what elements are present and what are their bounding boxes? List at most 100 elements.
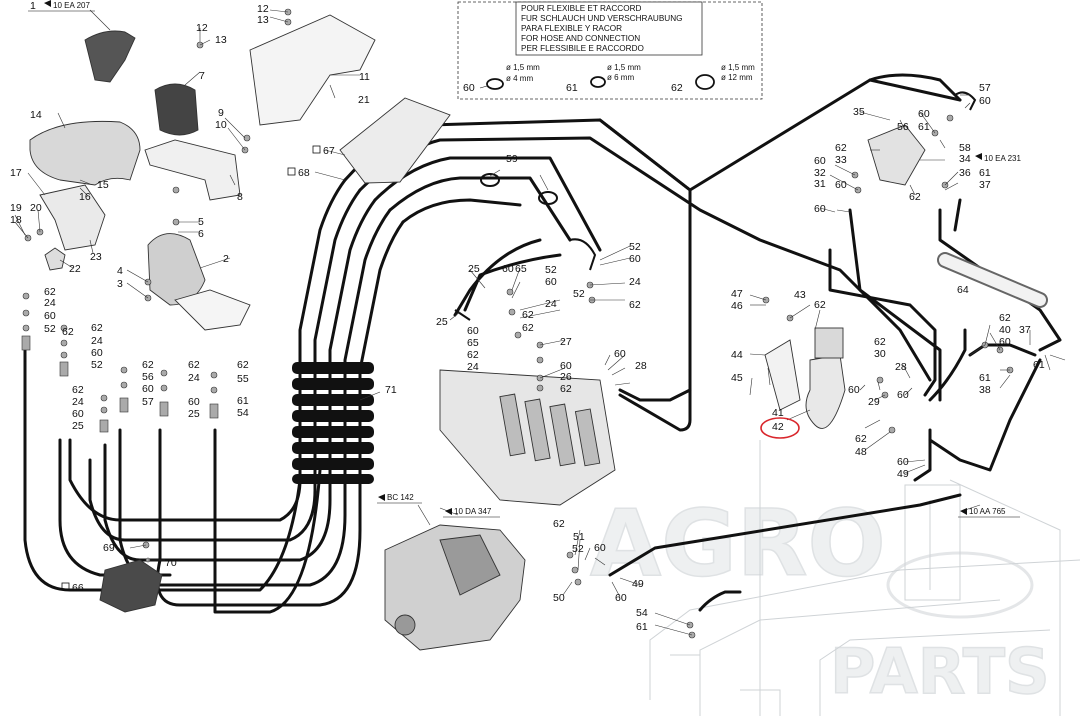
callout-62: 62: [467, 349, 479, 361]
callout-70: 70: [165, 557, 177, 569]
callout-60: 60: [814, 155, 826, 167]
callout-28: 28: [635, 360, 647, 372]
callout-12: 12: [196, 22, 208, 34]
arrow-left-icon: [378, 494, 385, 501]
note-line-en: FOR HOSE AND CONNECTION: [521, 34, 640, 43]
callout-65: 65: [515, 263, 527, 275]
callout-28: 28: [895, 361, 907, 373]
callout-47: 47: [731, 288, 743, 300]
callout-61: 61: [636, 621, 648, 633]
callout-54: 54: [237, 407, 249, 419]
callout-21: 21: [358, 94, 370, 106]
callout-57: 57: [142, 396, 154, 408]
repeated-callouts: 62 60 52 62 24 60 52 62 56 60 62 24 60 2…: [44, 82, 1045, 619]
callout-24: 24: [629, 276, 641, 288]
callout-62: 62: [237, 359, 249, 371]
callout-60: 60: [999, 336, 1011, 348]
boxed-markers: [61, 145, 321, 591]
bellows: [154, 83, 199, 136]
parts: [29, 14, 926, 651]
note-line-it: PER FLESSIBILE E RACCORDO: [521, 44, 644, 53]
o-ring-icon: [590, 76, 606, 88]
note-line-es: PARA FLEXIBLE Y RACOR: [521, 24, 622, 33]
callout-62: 62: [855, 433, 867, 445]
callout-52: 52: [573, 288, 585, 300]
callout-50: 50: [553, 592, 565, 604]
callout-13: 13: [215, 34, 227, 46]
callout-18: 18: [10, 214, 22, 226]
pump-shaft: [394, 614, 416, 636]
watermark-line2: PARTS: [830, 635, 1050, 708]
callout-45: 45: [731, 372, 743, 384]
callout-60: 60: [502, 263, 514, 275]
callout-61: 61: [918, 121, 930, 133]
note-line-fr: POUR FLEXIBLE ET RACCORD: [521, 4, 642, 13]
seal-diameter: ø 4 mm: [506, 74, 533, 83]
console-cover: [29, 120, 141, 186]
callout-60: 60: [615, 592, 627, 604]
callout-61: 61: [979, 372, 991, 384]
callout-60: 60: [91, 347, 103, 359]
callout-24: 24: [545, 298, 557, 310]
callout-62: 62: [522, 322, 534, 334]
callout-68: 68: [298, 167, 310, 179]
callout-60: 60: [188, 396, 200, 408]
fittings: [21, 8, 1014, 639]
callout-24: 24: [467, 361, 479, 373]
callout-62: 62: [62, 326, 74, 338]
callout-25: 25: [436, 316, 448, 328]
callout-52: 52: [91, 359, 103, 371]
callout-25: 25: [188, 408, 200, 420]
callout-62: 62: [560, 383, 572, 395]
callout-13: 13: [257, 14, 269, 26]
callout-15: 15: [97, 179, 109, 191]
arrow-left-icon: [445, 508, 452, 515]
seal-diameter: ø 12 mm: [721, 73, 753, 82]
callout-25: 25: [72, 420, 84, 432]
callout-27: 27: [560, 336, 572, 348]
callout-14: 14: [30, 109, 42, 121]
callout-60: 60: [979, 95, 991, 107]
callout-6: 6: [198, 228, 204, 240]
reference-aa765: 10 AA 765: [958, 507, 1020, 518]
callout-30: 30: [874, 348, 886, 360]
hose-clamps: [454, 91, 977, 321]
callout-56: 56: [897, 121, 909, 133]
callout-62: 62: [44, 286, 56, 298]
control-valve-block: [439, 369, 616, 506]
reference-label: BC 142: [387, 493, 414, 502]
callout-46: 46: [731, 300, 743, 312]
callout-49: 49: [897, 468, 909, 480]
hose-lines: [23, 73, 1062, 614]
callout-62: 62: [835, 142, 847, 154]
callout-54: 54: [636, 607, 648, 619]
callout-31: 31: [814, 178, 826, 190]
seal-label: 60: [463, 82, 475, 94]
flange-plate: [174, 289, 251, 331]
callout-35: 35: [853, 106, 865, 118]
callout-24: 24: [44, 297, 56, 309]
callout-60: 60: [814, 203, 826, 215]
seal-thickness: ø 1,5 mm: [607, 63, 641, 72]
callouts: 2 3 4 5 6 7 8 9 10 11 12 13 14 15 16 17 …: [10, 22, 1011, 633]
callout-62: 62: [814, 299, 826, 311]
callout-60: 60: [594, 542, 606, 554]
callout-10: 10: [215, 119, 227, 131]
callout-71: 71: [385, 384, 397, 396]
callout-11: 11: [359, 71, 370, 83]
reference-ea231: 10 EA 231: [975, 153, 1021, 163]
accumulator: [764, 327, 846, 429]
reference-label: 10 DA 347: [454, 507, 492, 516]
callout-62: 62: [91, 322, 103, 334]
callout-67: 67: [323, 145, 335, 157]
callout-29: 29: [868, 396, 880, 408]
callout-17: 17: [10, 167, 22, 179]
callout-51: 51: [573, 531, 585, 543]
callout-1: 1: [30, 0, 36, 12]
pilot-valve: [147, 233, 206, 306]
watermark: AGRO PARTS: [589, 489, 1050, 709]
pipe-64: [937, 252, 1048, 308]
callout-41: 41: [772, 407, 784, 419]
callout-2: 2: [223, 253, 229, 265]
